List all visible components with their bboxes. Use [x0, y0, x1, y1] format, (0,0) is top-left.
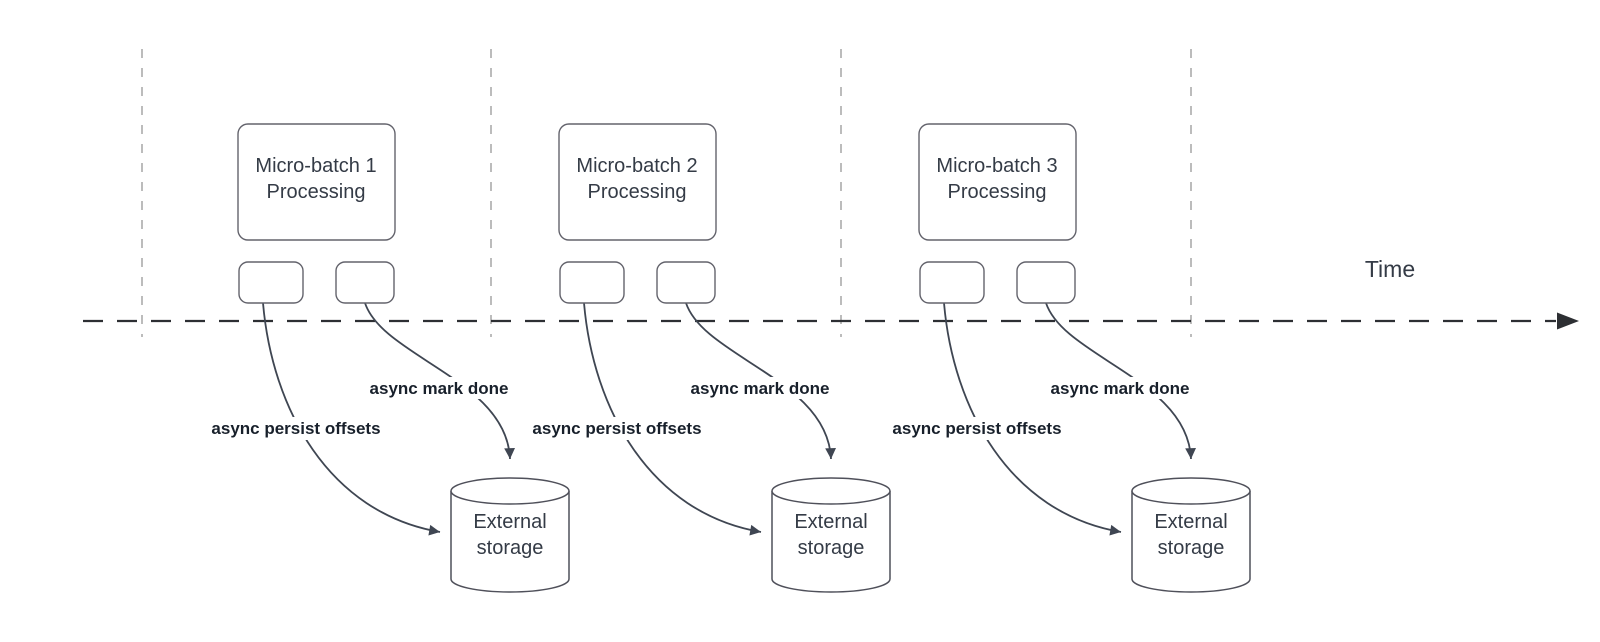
persist-offsets-label: async persist offsets: [892, 419, 1061, 438]
offset-commit-node: [559, 261, 625, 304]
offset-commit-node: [919, 261, 985, 304]
mark-done-label: async mark done: [691, 379, 830, 398]
time-axis-arrowhead-icon: [1557, 312, 1579, 330]
mark-done-label-bg: [688, 377, 832, 399]
external-storage-cylinder-top: [771, 477, 891, 505]
external-storage-cylinder: [1131, 491, 1251, 593]
persist-offsets-label-bg: [521, 417, 713, 440]
persist-offsets-label-bg: [881, 417, 1073, 440]
mark-done-label-bg: [1048, 377, 1192, 399]
mark-done-node: [335, 261, 395, 304]
micro-batch-box: [558, 123, 717, 241]
mark-done-arrow: [364, 302, 515, 460]
micro-batch-box: [918, 123, 1077, 241]
persist-offsets-label: async persist offsets: [211, 419, 380, 438]
mark-done-arrow: [685, 302, 836, 460]
mark-done-node: [1016, 261, 1076, 304]
mark-done-label: async mark done: [1051, 379, 1190, 398]
offset-commit-node: [238, 261, 304, 304]
mark-done-label: async mark done: [370, 379, 509, 398]
persist-offsets-arrow: [943, 302, 1122, 536]
mark-done-label-bg: [367, 377, 511, 399]
persist-offsets-arrow: [583, 302, 762, 536]
external-storage-cylinder: [771, 491, 891, 593]
persist-offsets-label-bg: [200, 417, 392, 440]
persist-offsets-label: async persist offsets: [532, 419, 701, 438]
micro-batch-box: [237, 123, 396, 241]
external-storage-cylinder-top: [1131, 477, 1251, 505]
time-axis-label: Time: [1365, 256, 1415, 282]
external-storage-cylinder-top: [450, 477, 570, 505]
external-storage-cylinder: [450, 491, 570, 593]
persist-offsets-arrow: [262, 302, 441, 536]
mark-done-node: [656, 261, 716, 304]
mark-done-arrow: [1045, 302, 1196, 460]
